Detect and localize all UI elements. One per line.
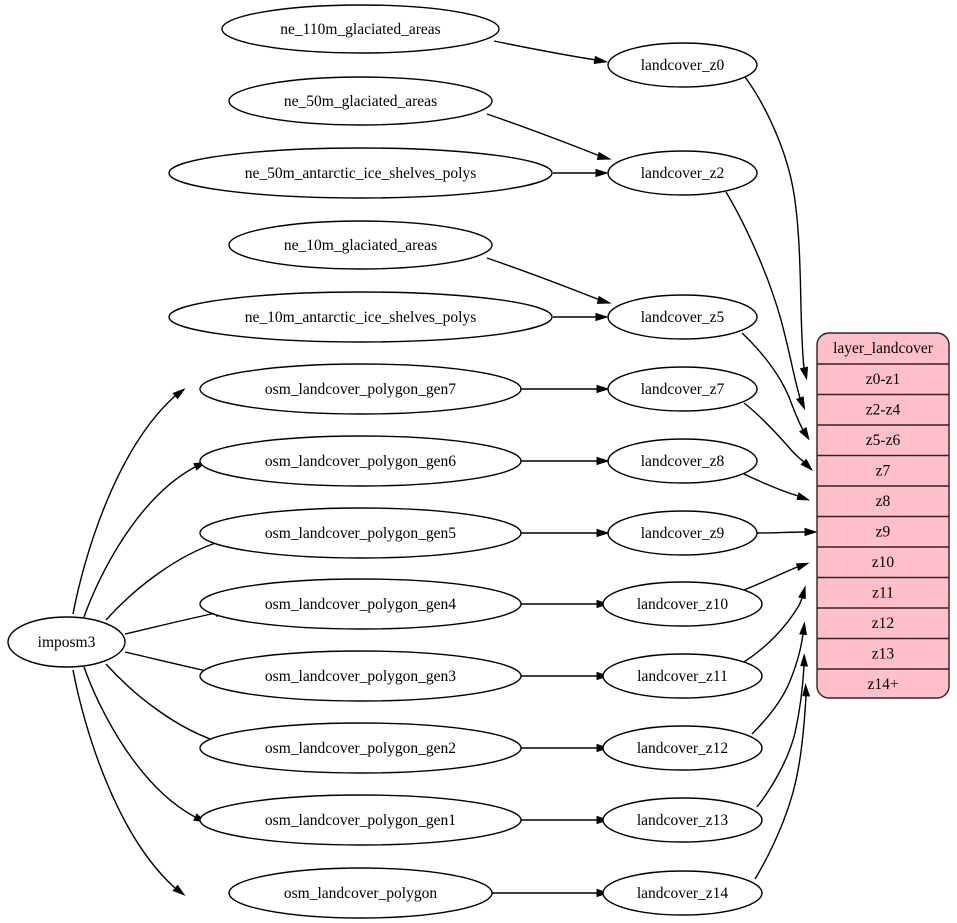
node-shape[interactable] (602, 870, 763, 916)
edge-arrowhead (595, 168, 609, 178)
edge-arrowhead (596, 295, 612, 304)
node-ne_50m_antarctic_ice_shelves_polys[interactable]: ne_50m_antarctic_ice_shelves_polys (168, 147, 553, 199)
node-landcover_z5[interactable]: landcover_z5 (607, 294, 758, 340)
edge-imposm3-to-gen5 (105, 540, 223, 621)
node-landcover_z7[interactable]: landcover_z7 (607, 366, 758, 412)
node-ne_10m_glaciated_areas[interactable]: ne_10m_glaciated_areas (228, 220, 493, 270)
node-shape[interactable] (7, 616, 126, 668)
node-osm_landcover_polygon_gen6[interactable]: osm_landcover_polygon_gen6 (199, 435, 522, 487)
node-osm_landcover_polygon_gen7[interactable]: osm_landcover_polygon_gen7 (199, 363, 522, 415)
edge-arrowhead (796, 492, 811, 501)
edge-arrowhead (596, 456, 610, 466)
node-landcover_z12[interactable]: landcover_z12 (602, 725, 763, 771)
edge-arrowhead (795, 396, 806, 411)
edge-imposm3-to-gen2 (105, 663, 223, 744)
edge-ne10mglac-to-z5 (486, 257, 601, 301)
node-shape[interactable] (199, 578, 522, 630)
edge-ne110m-to-z0 (493, 40, 597, 61)
node-shape[interactable] (228, 220, 493, 270)
node-shape[interactable] (199, 507, 522, 559)
node-ne_110m_glaciated_areas[interactable]: ne_110m_glaciated_areas (221, 4, 500, 54)
node-shape[interactable] (602, 581, 763, 627)
node-shape[interactable] (602, 653, 763, 699)
edge-z5-to-row-z5z6 (741, 332, 804, 431)
node-shape[interactable] (607, 42, 758, 88)
node-shape[interactable] (607, 150, 758, 196)
node-ne_10m_antarctic_ice_shelves_polys[interactable]: ne_10m_antarctic_ice_shelves_polys (168, 291, 553, 343)
node-shape[interactable] (168, 291, 553, 343)
node-shape[interactable] (199, 363, 522, 415)
node-shape[interactable] (228, 867, 493, 919)
node-shape[interactable] (228, 76, 493, 126)
node-shape[interactable] (199, 435, 522, 487)
edge-arrowhead (804, 527, 818, 537)
node-osm_landcover_polygon_gen3[interactable]: osm_landcover_polygon_gen3 (199, 650, 522, 702)
edge-arrowhead (800, 458, 814, 471)
edge-arrowhead (802, 683, 811, 697)
edge-imposm3-to-gen7 (72, 395, 176, 615)
edge-arrowhead (596, 151, 612, 160)
node-shape[interactable] (168, 147, 553, 199)
edge-arrowhead (798, 585, 806, 600)
edge-arrowhead (795, 562, 810, 572)
node-shape[interactable] (607, 438, 758, 484)
edge-arrowhead (593, 55, 609, 64)
edge-arrowhead (595, 312, 609, 322)
node-imposm3[interactable]: imposm3 (7, 616, 126, 668)
table-background (816, 332, 950, 699)
edge-arrowhead (172, 388, 186, 400)
edge-z10-to-row-z10 (743, 566, 798, 591)
node-shape[interactable] (221, 4, 500, 54)
edge-z11-to-row-z11 (743, 597, 803, 663)
edge-imposm3-to-polygon (72, 669, 176, 889)
edge-arrowhead (172, 884, 186, 896)
edge-z14-to-row-z14plus (754, 695, 807, 880)
node-shape[interactable] (607, 366, 758, 412)
edge-ne50mglac-to-z2 (486, 113, 601, 157)
node-shape[interactable] (602, 725, 763, 771)
edge-imposm3-to-gen6 (83, 466, 196, 618)
node-shape[interactable] (199, 650, 522, 702)
node-shape[interactable] (607, 294, 758, 340)
edge-z9-to-row-z9 (756, 531, 806, 534)
node-landcover_z14[interactable]: landcover_z14 (602, 870, 763, 916)
node-landcover_z10[interactable]: landcover_z10 (602, 581, 763, 627)
node-osm_landcover_polygon_gen2[interactable]: osm_landcover_polygon_gen2 (199, 722, 522, 774)
node-osm_landcover_polygon_gen5[interactable]: osm_landcover_polygon_gen5 (199, 507, 522, 559)
node-osm_landcover_polygon_gen4[interactable]: osm_landcover_polygon_gen4 (199, 578, 522, 630)
edge-z2-to-row-z2z4 (725, 191, 801, 399)
edge-z0-to-row-z0z1 (744, 76, 805, 369)
edge-z13-to-row-z13 (756, 665, 805, 808)
edge-z7-to-row-z7 (743, 402, 805, 463)
edge-arrowhead (799, 366, 809, 381)
node-landcover_z0[interactable]: landcover_z0 (607, 42, 758, 88)
edge-arrowhead (799, 427, 810, 441)
node-shape[interactable] (607, 510, 758, 556)
edge-z12-to-row-z12 (751, 633, 804, 735)
node-landcover_z11[interactable]: landcover_z11 (602, 653, 763, 699)
edge-z8-to-row-z8 (743, 473, 799, 497)
node-landcover_z13[interactable]: landcover_z13 (602, 797, 763, 843)
node-landcover_z9[interactable]: landcover_z9 (607, 510, 758, 556)
edge-imposm3-to-gen1 (83, 666, 196, 818)
node-osm_landcover_polygon_gen1[interactable]: osm_landcover_polygon_gen1 (199, 794, 522, 846)
edge-imposm3-to-gen3 (124, 651, 217, 674)
edge-imposm3-to-gen4 (124, 612, 217, 635)
edge-arrowhead (799, 621, 808, 636)
node-shape[interactable] (199, 794, 522, 846)
layer-landcover-table[interactable]: layer_landcover z0-z1 z2-z4 z5-z6 z7 z8 … (816, 332, 950, 699)
node-landcover_z2[interactable]: landcover_z2 (607, 150, 758, 196)
node-landcover_z8[interactable]: landcover_z8 (607, 438, 758, 484)
edge-arrowhead (800, 653, 809, 667)
edge-arrowhead (596, 528, 610, 538)
node-osm_landcover_polygon[interactable]: osm_landcover_polygon (228, 867, 493, 919)
node-shape[interactable] (199, 722, 522, 774)
node-ne_50m_glaciated_areas[interactable]: ne_50m_glaciated_areas (228, 76, 493, 126)
node-shape[interactable] (602, 797, 763, 843)
edge-arrowhead (596, 384, 610, 394)
